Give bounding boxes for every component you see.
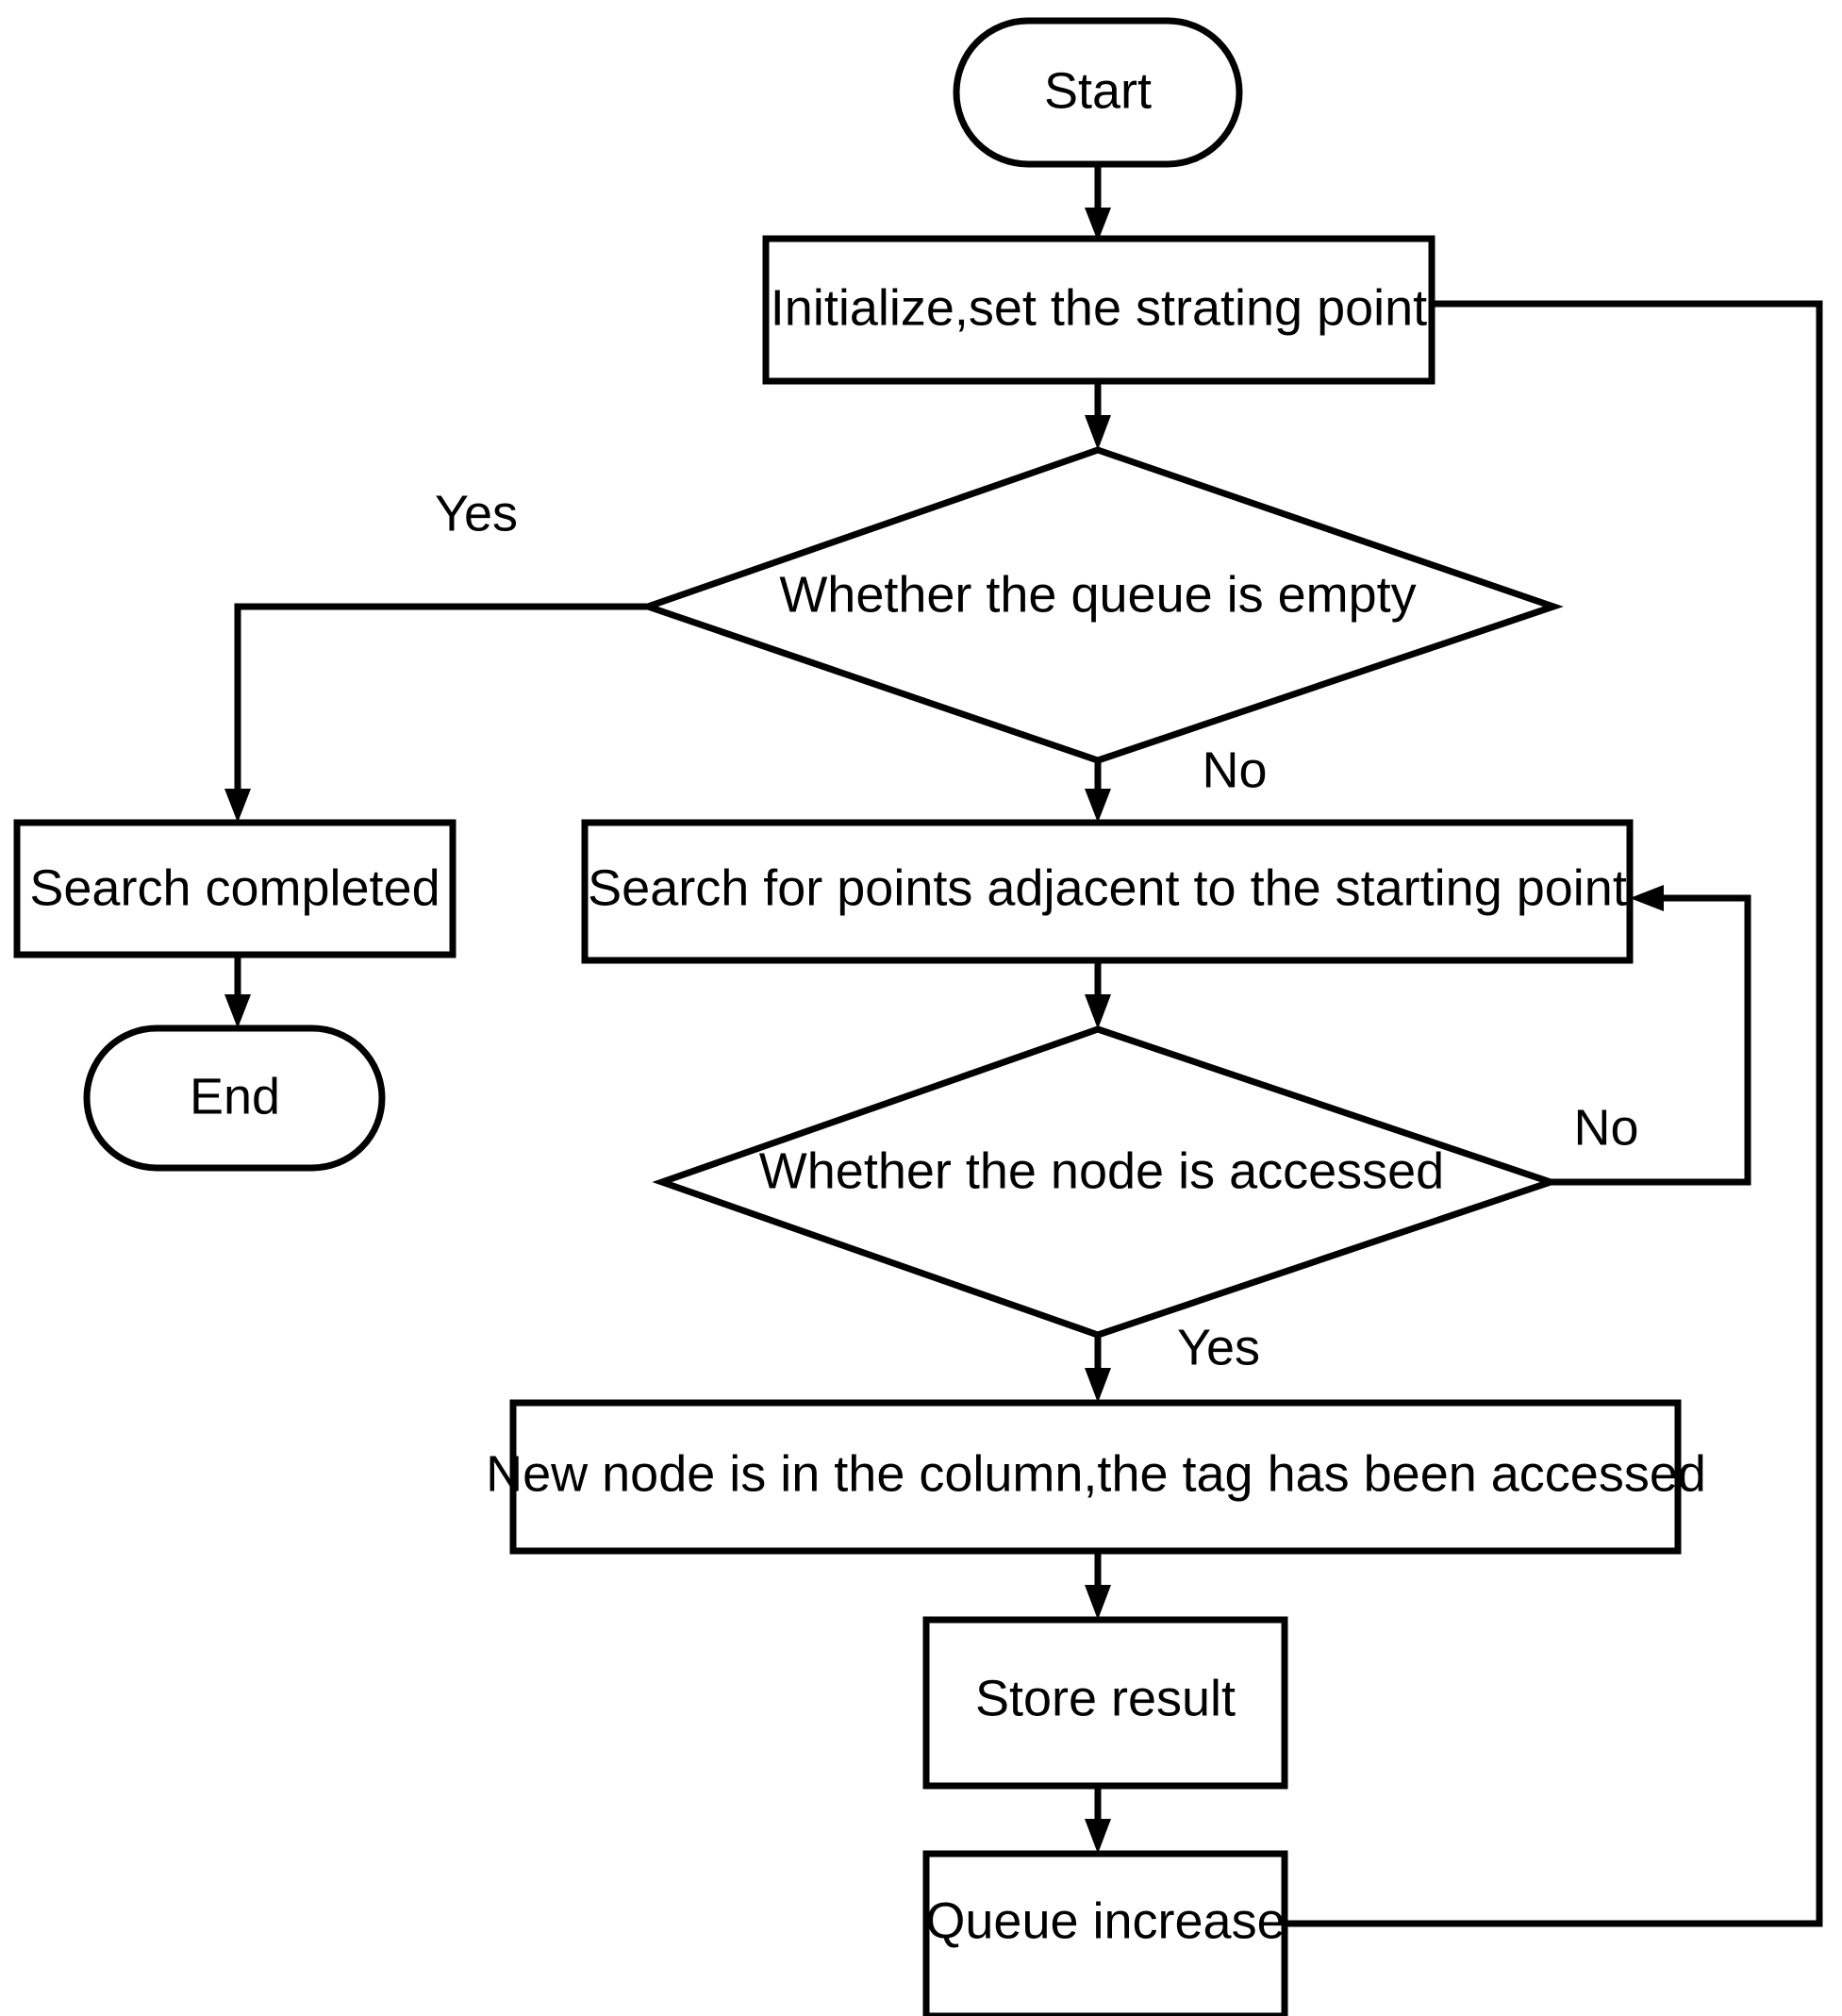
node-search-completed[interactable]: Search completed xyxy=(13,819,456,958)
node-initialize[interactable]: Initialize,set the strating point xyxy=(762,235,1435,385)
node-search-adjacent[interactable]: Search for points adjacent to the starti… xyxy=(581,819,1634,964)
store-result-label: Store result xyxy=(975,1670,1236,1726)
start-label: Start xyxy=(1044,62,1152,119)
end-label: End xyxy=(190,1068,280,1125)
edge-start-to-initialize xyxy=(1085,164,1111,242)
queue-increase-label: Queue increase xyxy=(925,1892,1285,1949)
queue-empty-label: Whether the queue is empty xyxy=(779,566,1416,623)
node-new-node[interactable]: New node is in the column,the tag has be… xyxy=(486,1399,1706,1555)
edge-label-queue-empty-no: No xyxy=(1202,741,1267,798)
new-node-shape xyxy=(509,1399,1682,1555)
node-accessed-shape xyxy=(652,1025,1561,1339)
edge-label-node-accessed-no: No xyxy=(1573,1099,1638,1156)
edge-node-accessed-no-loop xyxy=(1551,885,1751,1186)
edge-store-result-to-queue-increase xyxy=(1085,1786,1111,1854)
node-node-accessed-decision[interactable]: Whether the node is accessed xyxy=(652,1025,1561,1339)
start-shape xyxy=(953,17,1243,168)
search-completed-label: Search completed xyxy=(29,859,440,916)
initialize-label: Initialize,set the strating point xyxy=(771,279,1427,336)
edge-search-adjacent-to-node-accessed xyxy=(1085,960,1111,1029)
node-queue-increase[interactable]: Queue increase xyxy=(922,1850,1288,2016)
node-queue-empty-decision[interactable]: Whether the queue is empty xyxy=(638,446,1564,764)
search-completed-shape xyxy=(13,819,456,958)
edge-initialize-to-queue-empty xyxy=(1085,381,1111,450)
new-node-label: New node is in the column,the tag has be… xyxy=(486,1445,1706,1502)
queue-empty-shape xyxy=(638,446,1564,764)
search-adjacent-shape xyxy=(581,819,1634,964)
edge-queue-empty-no xyxy=(1085,760,1111,823)
edge-new-node-to-store-result xyxy=(1085,1551,1111,1620)
node-store-result[interactable]: Store result xyxy=(922,1616,1288,1790)
node-accessed-label: Whether the node is accessed xyxy=(759,1142,1444,1199)
node-end[interactable]: End xyxy=(83,1025,386,1172)
edge-node-accessed-yes xyxy=(1085,1335,1111,1403)
edge-label-node-accessed-yes: Yes xyxy=(1177,1319,1260,1375)
store-result-shape xyxy=(922,1616,1288,1790)
node-start[interactable]: Start xyxy=(953,17,1243,168)
end-shape xyxy=(83,1025,386,1172)
initialize-shape xyxy=(762,235,1435,385)
search-adjacent-label: Search for points adjacent to the starti… xyxy=(588,859,1627,916)
edge-queue-empty-yes xyxy=(224,603,648,823)
queue-increase-shape xyxy=(922,1850,1288,2016)
edge-search-completed-to-end xyxy=(224,955,251,1028)
edge-label-queue-empty-yes: Yes xyxy=(435,485,518,541)
